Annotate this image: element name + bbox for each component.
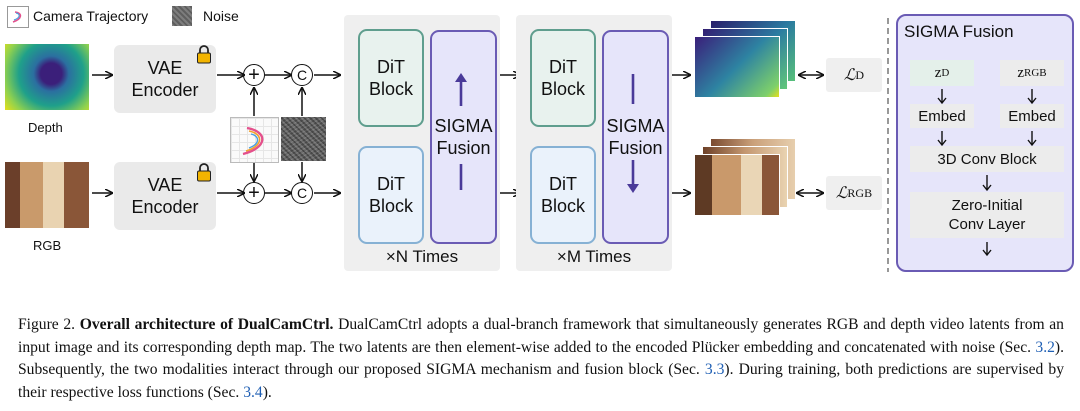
dit-block-line2: Block	[368, 196, 413, 216]
caption-bold-title: Overall architecture of DualCamCtrl.	[79, 316, 334, 333]
rgb-loss-symbol: ℒ	[835, 185, 848, 202]
dit-block-rgb-m: DiT Block	[530, 146, 596, 244]
caption-text-1: DualCamCtrl adopts a dual-branch framewo…	[18, 316, 1064, 356]
caption-text-3: ). During training, both predictions are…	[18, 361, 1064, 401]
sigma-fusion-detail-title: SIGMA Fusion	[904, 22, 1014, 41]
zero-initial-line2: Conv Layer	[948, 216, 1026, 233]
m-times-label: ×M Times	[556, 247, 632, 266]
add-op-depth: +	[243, 64, 265, 86]
zero-initial-line1: Zero-Initial	[951, 197, 1023, 214]
sigma-fusion-line1: SIGMA	[606, 116, 665, 136]
z-depth-subscript: D	[941, 66, 950, 79]
dit-block-rgb-n: DiT Block	[358, 146, 424, 244]
legend-trajectory-label: Camera Trajectory	[33, 8, 149, 24]
rgb-loss-subscript: RGB	[847, 185, 873, 200]
fusion-bar-icon	[631, 74, 635, 104]
dit-block-line1: DiT	[548, 174, 577, 194]
legend-trajectory-swatch	[7, 6, 29, 28]
add-op-rgb: +	[243, 182, 265, 204]
concat-op-symbol: C	[296, 185, 308, 201]
dit-block-line1: DiT	[376, 57, 405, 77]
caption-ref-link[interactable]: 3.3	[704, 361, 725, 378]
concat-op-symbol: C	[296, 67, 308, 83]
depth-loss-symbol: ℒ	[843, 67, 856, 84]
embed-right-box: Embed	[1000, 104, 1064, 128]
dit-block-line2: Block	[368, 79, 413, 99]
dit-block-line1: DiT	[548, 57, 577, 77]
noise-image	[281, 117, 326, 161]
sigma-fusion-line2: Fusion	[608, 138, 663, 158]
arrow-down-icon	[627, 160, 639, 193]
vae-encoder-depth: VAE Encoder	[114, 45, 216, 113]
caption-text-4: ).	[262, 383, 272, 401]
sigma-fusion-line2: Fusion	[436, 138, 491, 158]
dit-block-depth-m: DiT Block	[530, 29, 596, 127]
concat-op-rgb: C	[291, 182, 313, 204]
concat-op-depth: C	[291, 64, 313, 86]
sigma-detail-arrows	[937, 89, 1037, 257]
rgb-input-label: RGB	[33, 238, 62, 253]
rgb-output-frame	[694, 154, 780, 216]
add-op-symbol: +	[248, 181, 260, 204]
trajectory-icon	[242, 126, 264, 156]
dit-block-line2: Block	[540, 196, 585, 216]
conv-3d-block: 3D Conv Block	[910, 146, 1064, 172]
sigma-fusion-block-n: SIGMA Fusion	[430, 30, 497, 244]
vae-encoder-rgb-line2: Encoder	[131, 197, 199, 217]
z-depth-symbol: z	[934, 64, 942, 81]
vae-encoder-depth-line2: Encoder	[131, 80, 199, 100]
sigma-fusion-line1: SIGMA	[434, 116, 493, 136]
depth-output-frame	[694, 36, 780, 98]
depth-input-image	[5, 44, 89, 110]
zero-initial-conv-layer: Zero-Initial Conv Layer	[910, 192, 1064, 238]
trajectory-image	[230, 117, 279, 163]
n-times-label: ×N Times	[385, 247, 459, 266]
figure-caption: Figure 2. Overall architecture of DualCa…	[18, 314, 1064, 404]
z-rgb-symbol: z	[1017, 64, 1025, 81]
sigma-fusion-block-m: SIGMA Fusion	[602, 30, 669, 244]
arrow-up-icon	[455, 73, 467, 106]
depth-loss-subscript: D	[855, 67, 865, 82]
dit-block-depth-n: DiT Block	[358, 29, 424, 127]
caption-text-2: ). Subsequently, the two modalities inte…	[18, 338, 1064, 379]
caption-ref-link[interactable]: 3.2	[1035, 338, 1055, 356]
trajectory-icon	[12, 11, 22, 23]
caption-ref-link[interactable]: 3.4	[243, 383, 263, 401]
caption-prefix: Figure 2.	[18, 316, 80, 333]
dit-block-line2: Block	[540, 79, 585, 99]
fusion-bar-icon	[459, 164, 463, 190]
dit-block-line1: DiT	[376, 174, 405, 194]
lock-icon	[196, 162, 212, 187]
vae-encoder-depth-line1: VAE	[147, 58, 183, 78]
vae-encoder-rgb-line1: VAE	[147, 175, 183, 195]
embed-left-box: Embed	[910, 104, 974, 128]
legend-noise-label: Noise	[203, 8, 239, 24]
z-rgb-subscript: RGB	[1024, 66, 1047, 79]
rgb-input-image	[5, 162, 89, 228]
add-op-symbol: +	[248, 63, 260, 86]
legend-noise-swatch	[172, 6, 192, 26]
lock-icon	[196, 44, 212, 69]
depth-input-label: Depth	[28, 120, 63, 135]
